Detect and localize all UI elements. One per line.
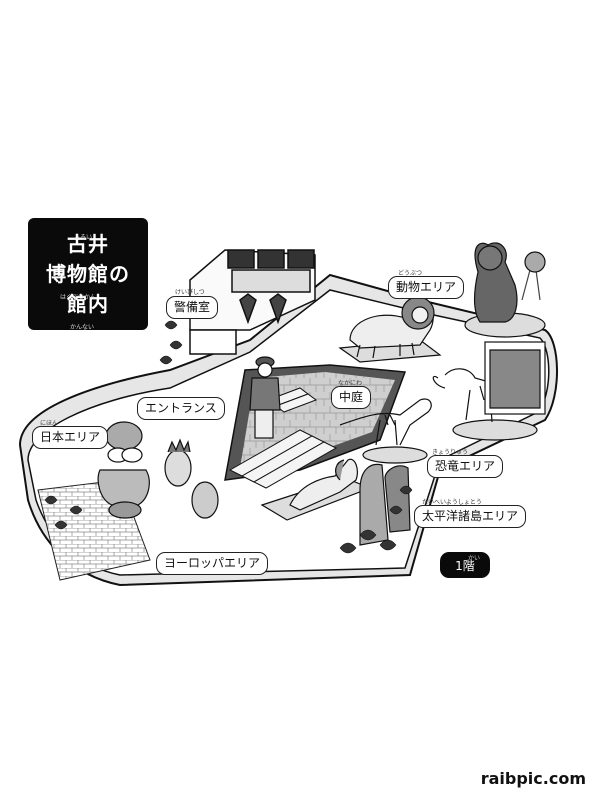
guard-statue: [249, 356, 281, 439]
ivy-decoration: [44, 320, 413, 554]
courtyard-furigana: なかにわ: [338, 380, 363, 387]
floor-furigana: かい: [468, 555, 481, 562]
area-label-animal: 動物エリア: [388, 276, 465, 299]
floor-badge: 1階: [440, 552, 490, 578]
dinosaur-exhibit: [339, 341, 546, 464]
title-line-1-furigana: ふるい: [74, 234, 93, 241]
watermark: raibpic.com: [480, 769, 586, 788]
animal-furigana: どうぶつ: [398, 270, 423, 277]
title-line-3-furigana: かんない: [70, 324, 95, 331]
mask-exhibit: [164, 438, 219, 519]
bear-exhibit: [464, 242, 546, 338]
pacific-furigana: たいへいようしょとう: [422, 499, 482, 506]
title-line-1: 古井: [67, 232, 109, 256]
area-label-entrance: エントランス: [137, 397, 225, 420]
museum-title-box: 古井 博物館の 館内: [28, 218, 148, 330]
lion-exhibit: [338, 296, 442, 363]
area-label-europe: ヨーロッパエリア: [156, 552, 269, 575]
floor-label: 1階: [455, 558, 475, 573]
dinosaur-furigana: きょうりゅう: [432, 449, 469, 456]
area-label-dinosaur: 恐竜エリア: [427, 455, 504, 478]
security-room: [189, 249, 316, 355]
japan-furigana: にほん: [40, 420, 59, 427]
dogu-exhibit: [97, 421, 150, 519]
area-label-courtyard: 中庭: [331, 386, 372, 409]
area-label-pacific: 太平洋諸島エリア: [414, 505, 527, 528]
sphinx-exhibit: [260, 458, 372, 521]
area-label-security: 警備室: [166, 296, 219, 319]
area-label-japan: 日本エリア: [32, 426, 109, 449]
security-furigana: けいびしつ: [175, 289, 205, 296]
moai-exhibit: [359, 463, 411, 546]
title-line-2: 博物館の: [46, 262, 130, 286]
title-line-3: 館内: [67, 292, 109, 316]
title-line-2-furigana: はくぶつかん: [60, 294, 97, 301]
